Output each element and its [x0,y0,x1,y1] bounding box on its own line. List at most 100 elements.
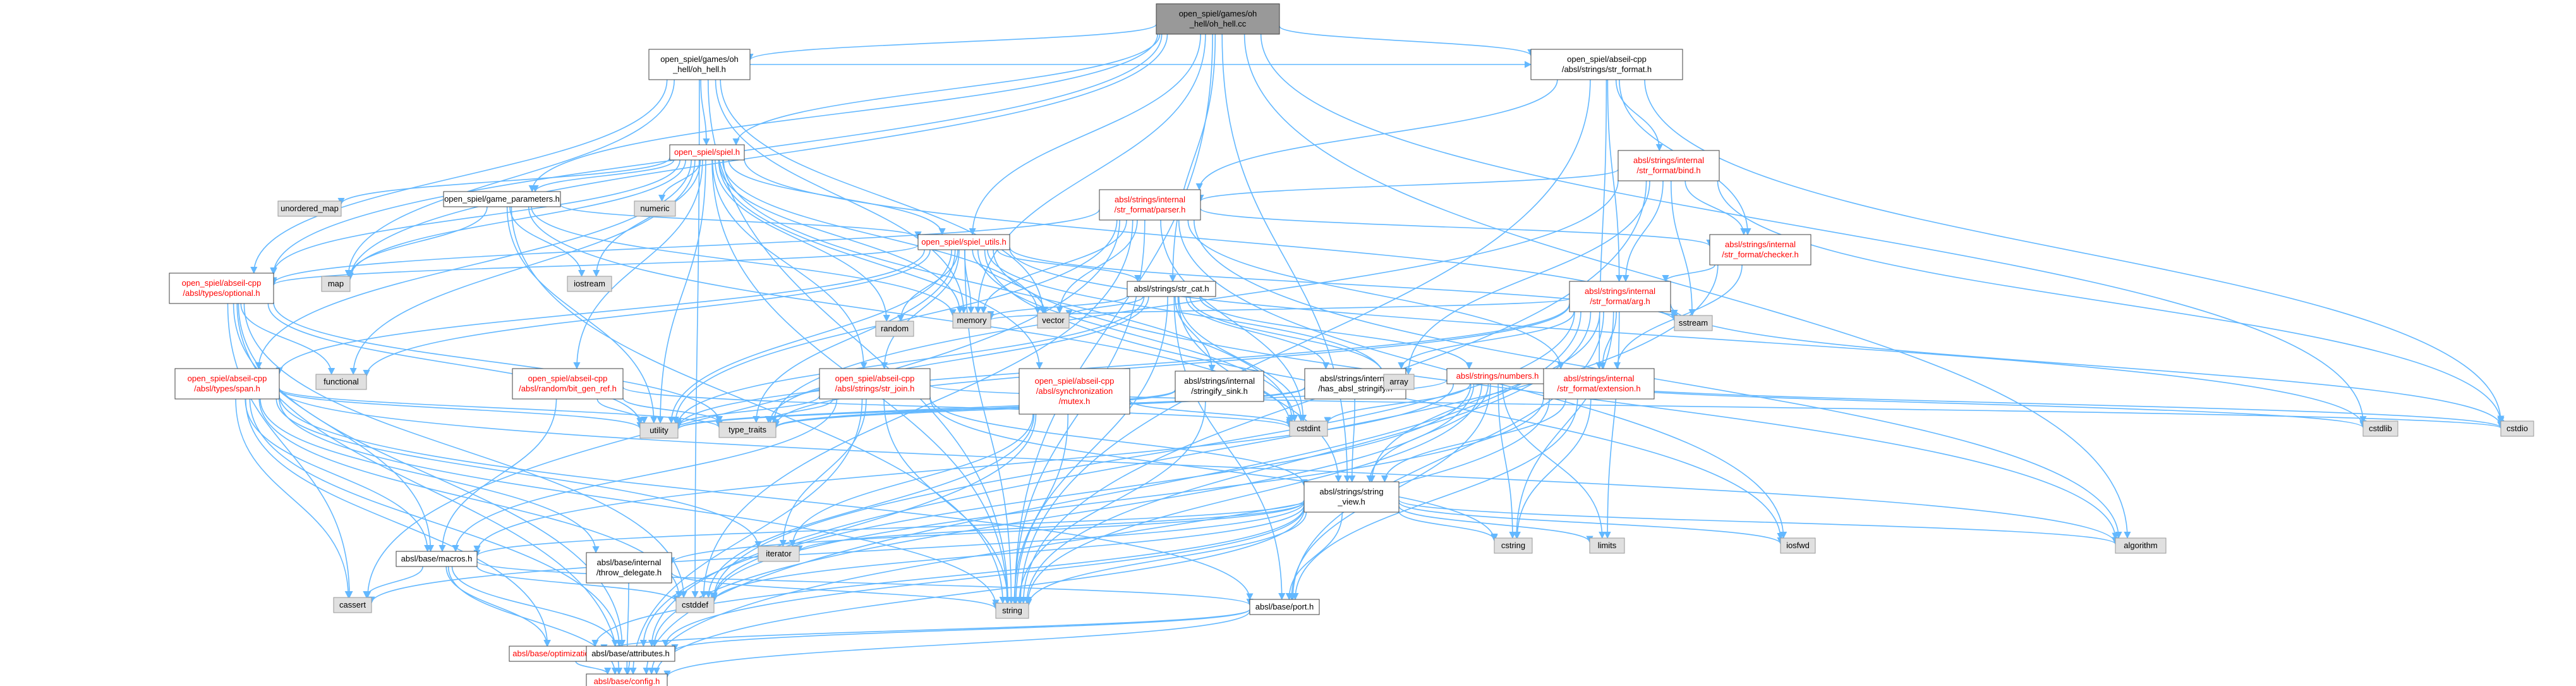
node-label-root-0: open_spiel/games/oh [1179,9,1257,18]
node-cstddef: cstddef [675,597,715,613]
edge-bind-to-parser [1197,169,1619,202]
edge-stringview-to-algorithm [1398,499,2119,545]
edge-spiel-to-numeric [658,159,701,202]
edge-extension-to-stringview [1381,398,1566,483]
edge-stringify-to-string [1015,401,1206,604]
edge-root-to-algorithm [1243,34,2131,539]
edge-arg-to-utility [674,303,1570,429]
node-parser[interactable]: absl/strings/internal/str_format/parser.… [1099,189,1201,221]
node-spiel[interactable]: open_spiel/spiel.h [669,144,745,161]
node-label-ohh-1: _hell/oh_hell.h [672,64,726,74]
edge-hasabsl-to-stringview [1348,398,1356,483]
edge-numbers-to-string [1024,383,1482,604]
node-box-spielutils [917,234,1010,250]
edge-strjoin-to-cstdio [929,384,2504,429]
node-extension[interactable]: absl/strings/internal/str_format/extensi… [1543,368,1655,400]
node-label-strcat-0: absl/strings/str_cat.h [1134,284,1209,293]
node-box-functional [315,374,367,390]
node-attributes[interactable]: absl/base/attributes.h [586,646,675,662]
node-bind[interactable]: absl/strings/internal/str_format/bind.h [1618,150,1720,181]
edge-ohh-to-optional [250,79,668,274]
node-arg[interactable]: absl/strings/internal/str_format/arg.h [1569,281,1671,312]
edge-stringview-to-iterator [795,501,1305,553]
node-strcat[interactable]: absl/strings/str_cat.h [1127,281,1216,297]
node-bitgen[interactable]: open_spiel/abseil-cpp/absl/random/bit_ge… [512,368,624,400]
node-span[interactable]: open_spiel/abseil-cpp/absl/types/span.h [174,368,280,400]
node-box-algorithm [2115,537,2167,554]
node-box-limits [1589,537,1625,554]
node-ohh[interactable]: open_spiel/games/oh_hell/oh_hell.h [648,49,751,80]
edge-optional-to-type_traits [273,302,723,424]
edge-mutex-to-cstdint [1129,400,1293,427]
node-label-utility-0: utility [650,426,668,435]
edge-bind-to-cstdio [1717,180,2505,425]
edge-strjoin-to-type_traits [765,398,834,424]
edge-arg-to-memory [987,298,1570,321]
node-label-random-0: random [881,324,909,333]
edge-strjoin-to-macros [452,398,838,553]
edge-optional-to-utility [267,303,644,426]
node-stringify[interactable]: absl/strings/internal/stringify_sink.h [1175,371,1264,402]
node-throwdel[interactable]: absl/base/internal/throw_delegate.h [586,552,672,584]
node-gameparams[interactable]: open_spiel/game_parameters.h [443,191,561,207]
edge-spielutils-to-utility [667,249,952,424]
node-config[interactable]: absl/base/config.h [586,673,668,686]
node-box-config [586,673,668,686]
node-label-arg-1: /str_format/arg.h [1590,297,1650,306]
node-optional[interactable]: open_spiel/abseil-cpp/absl/types/optiona… [169,273,274,304]
node-checker[interactable]: absl/strings/internal/str_format/checker… [1709,234,1811,266]
edge-arg-to-port [1289,311,1604,601]
node-label-stringview-0: absl/strings/string [1319,487,1383,496]
node-macros[interactable]: absl/base/macros.h [396,551,478,567]
edge-span-to-attributes [249,398,623,647]
edge-strcat-to-hasabsl [1185,296,1330,370]
node-cassert: cassert [333,597,372,613]
edge-spielutils-to-vector [972,249,1048,314]
edge-span-to-cassert [235,398,352,599]
edge-spiel-to-unordered_map [337,157,670,205]
edge-parser-to-optional [270,209,1100,285]
node-label-map-0: map [328,279,344,288]
node-spielutils[interactable]: open_spiel/spiel_utils.h [917,234,1010,250]
edge-arg-to-cstring [1513,311,1614,539]
node-mutex[interactable]: open_spiel/abseil-cpp/absl/synchronizati… [1019,368,1130,415]
edge-root-to-strcat [1169,34,1216,283]
edge-numbers-to-cstring [1497,383,1516,539]
edge-port-to-optimization [600,608,1250,652]
node-box-cassert [333,597,372,613]
node-strjoin[interactable]: open_spiel/abseil-cpp/absl/strings/str_j… [819,368,931,400]
edge-macros-to-attributes [451,566,619,647]
edge-bind-to-array [1405,180,1650,376]
node-box-cstddef [675,597,715,613]
node-box-unordered_map [277,200,342,217]
node-type_traits: type_traits [718,422,777,438]
edge-strformat-to-string [1017,79,1591,604]
edge-spielutils-to-array [987,249,1388,378]
node-label-strjoin-1: /absl/strings/str_join.h [835,384,915,393]
node-vector: vector [1037,312,1070,329]
node-limits: limits [1589,537,1625,554]
node-label-checker-1: /str_format/checker.h [1722,250,1798,259]
edge-strcat-to-utility [674,296,1145,426]
node-box-arg [1569,281,1671,312]
node-map: map [321,276,351,292]
edge-strjoin-to-iterator [779,398,867,548]
edge-spielutils-to-cstdint [977,249,1298,422]
node-label-algorithm-0: algorithm [2124,541,2157,550]
edge-stringview-to-cstring [1398,511,1498,541]
node-port[interactable]: absl/base/port.h [1249,599,1320,615]
node-box-bitgen [512,368,624,400]
node-strformat[interactable]: open_spiel/abseil-cpp/absl/strings/str_f… [1530,49,1683,80]
edge-strjoin-to-utility [674,395,820,427]
node-numbers[interactable]: absl/strings/numbers.h [1446,368,1549,384]
node-label-arg-0: absl/strings/internal [1585,286,1655,296]
edge-numbers-to-cstdio [1547,378,2505,429]
node-string: string [995,603,1029,619]
edge-optional-to-cassert [227,303,353,599]
edge-parser-to-algorithm [1194,219,2122,539]
node-stringview[interactable]: absl/strings/string_view.h [1303,481,1400,513]
node-box-ohh [648,49,751,80]
node-hasabsl[interactable]: absl/strings/internal/has_absl_stringify… [1304,368,1406,400]
edge-stringview-to-config [653,509,1305,675]
